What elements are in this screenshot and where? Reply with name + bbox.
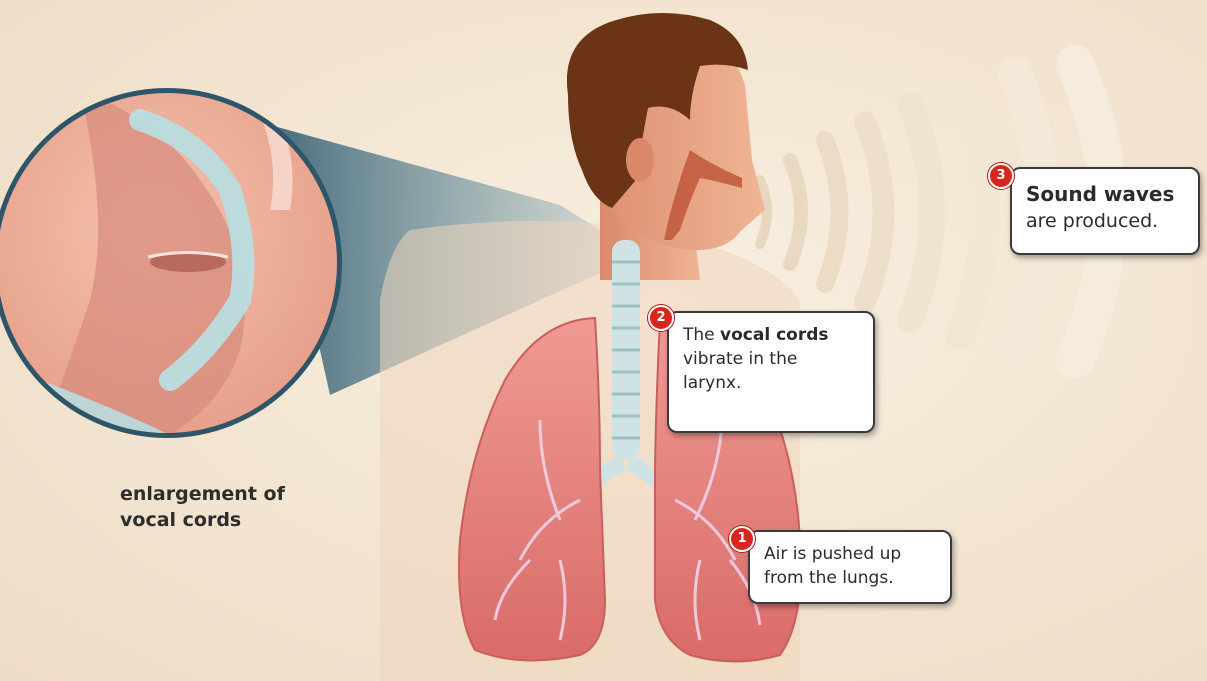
step-2-badge: 2 [648,305,674,331]
callout-step-1-text: Air is pushed up from the lungs. [764,544,901,588]
callout-step-2-bold: vocal cords [720,325,828,345]
callout-step-3-bold: Sound waves [1026,182,1174,206]
enlargement-caption: enlargement of vocal cords [120,481,320,533]
callout-step-2-pre: The [683,325,720,345]
vocal-cord-magnifier [0,90,340,440]
step-3-badge: 3 [988,163,1014,189]
step-1-badge: 1 [729,526,755,552]
ear [626,138,654,182]
callout-step-1: Air is pushed up from the lungs. [748,530,952,604]
callout-step-3: Sound waves are produced. [1010,167,1200,255]
callout-step-3-post: are produced. [1026,210,1158,232]
callout-step-2: The vocal cords vibrate in the larynx. [667,311,875,433]
callout-step-2-post: vibrate in the larynx. [683,349,797,393]
